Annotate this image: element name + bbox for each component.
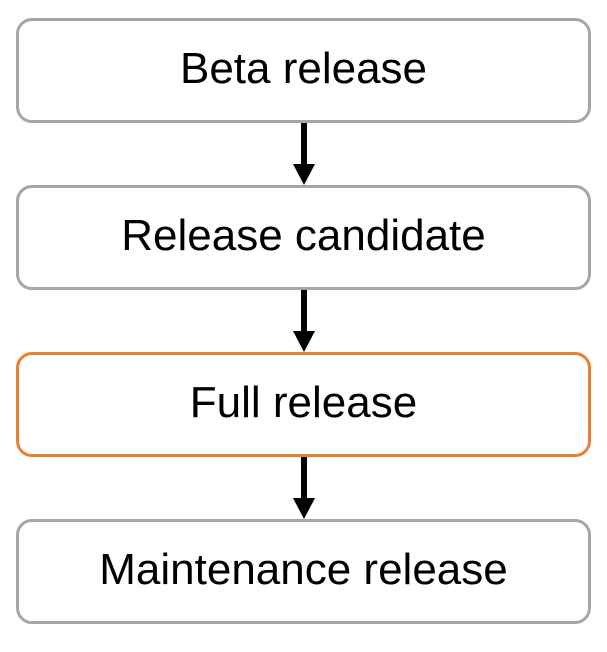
node-label: Release candidate [121,210,486,260]
flowchart-node-release-candidate: Release candidate [16,185,591,290]
down-arrow-icon [292,123,315,185]
flowchart-node-maintenance-release: Maintenance release [16,519,591,624]
node-label: Beta release [179,43,428,93]
flowchart-node-full-release: Full release [16,352,591,457]
node-label: Full release [189,377,418,427]
down-arrow-icon [292,457,315,519]
node-label: Maintenance release [99,544,508,594]
down-arrow-icon [292,290,315,352]
flowchart-node-beta-release: Beta release [16,18,591,123]
